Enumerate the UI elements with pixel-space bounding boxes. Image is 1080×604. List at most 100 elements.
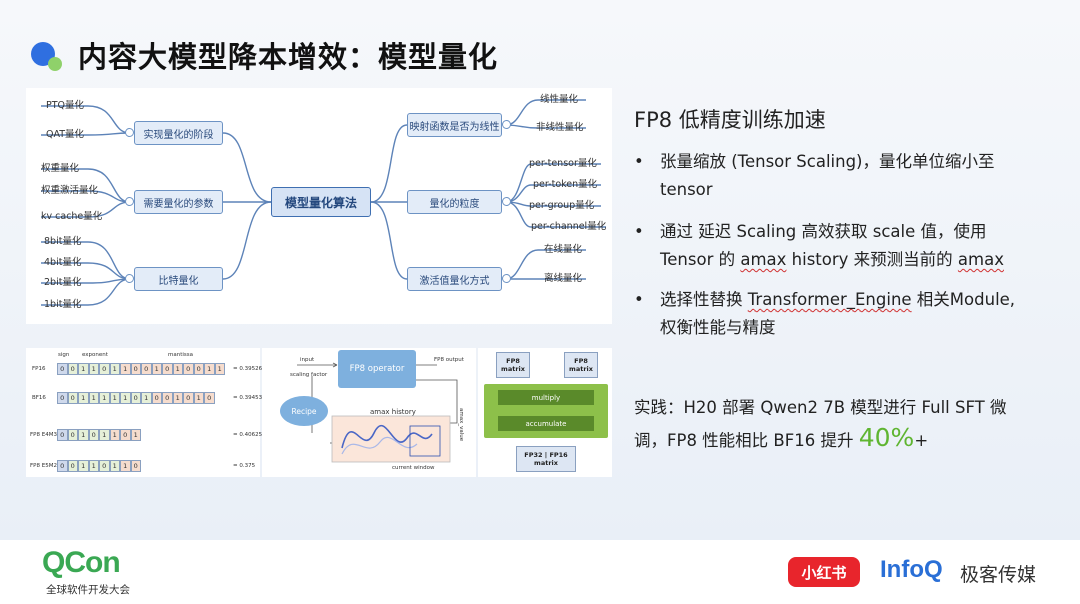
bit-cell: 1: [120, 460, 131, 472]
format-label: BF16: [32, 395, 46, 401]
bullet-text: 张量缩放 (Tensor Scaling)，量化单位缩小至: [660, 152, 995, 171]
bit-cell: 1: [78, 460, 89, 472]
bit-cell: 1: [109, 460, 120, 472]
fp8-matrix-b: FP8 matrix: [564, 352, 598, 378]
xiaohongshu-logo: 小红书: [788, 557, 860, 587]
bit-cell: 0: [67, 392, 78, 404]
bit-cell: 1: [109, 392, 120, 404]
bit-cell: 0: [130, 460, 141, 472]
node-connector-icon: [502, 120, 511, 129]
bullet-icon: •: [634, 290, 644, 309]
mindmap-leaf: 1bit量化: [44, 299, 82, 310]
bullet-text: 相关Module,: [911, 290, 1016, 309]
bit-cell: 0: [151, 392, 162, 404]
bullet-keyword: Transformer_Engine: [747, 290, 912, 309]
bit-cell: 1: [88, 392, 99, 404]
bit-cell: 0: [162, 392, 173, 404]
mindmap-leaf: kv cache量化: [41, 211, 103, 222]
node-connector-icon: [125, 197, 134, 206]
mindmap-leaf: 非线性量化: [536, 122, 584, 133]
mindmap-leaf: 线性量化: [540, 94, 579, 105]
bit-cell: 1: [109, 429, 120, 441]
bit-cell: 1: [130, 429, 141, 441]
recipe-node: Recipe: [280, 396, 328, 426]
mindmap-leaf: 8bit量化: [44, 236, 82, 247]
bit-cell: 0: [193, 363, 204, 375]
bullet-keyword: amax: [957, 250, 1004, 269]
footer-bar: QCon 全球软件开发大会 小红书 InfoQ 极客传媒: [0, 540, 1080, 604]
bit-cell: 1: [88, 460, 99, 472]
amax-history-label: amax history: [370, 408, 416, 416]
bit-cell: 0: [57, 429, 68, 441]
infoq-logo: InfoQ: [880, 556, 943, 583]
bit-cell: 0: [57, 363, 68, 375]
bullet-text: 通过 延迟 Scaling 高效获取 scale 值，使用: [660, 222, 987, 241]
geek-media-logo: 极客传媒: [960, 564, 1037, 586]
format-value: = 0.375: [233, 463, 256, 469]
mindmap-node-activation: 激活值量化方式: [407, 267, 502, 291]
mindmap-figure: 模型量化算法 实现量化的阶段 需要量化的参数 比特量化 映射函数是否为线性 量化…: [26, 88, 612, 324]
bit-cell: 0: [57, 392, 68, 404]
bit-cell: 0: [67, 460, 78, 472]
bit-cell: 0: [130, 363, 141, 375]
mindmap-leaf: per-token量化: [533, 179, 598, 190]
mindmap-leaf: per-channel量化: [531, 221, 607, 232]
output-matrix: FP32 | FP16 matrix: [516, 446, 576, 472]
bullet-selective-replace: • 选择性替换 Transformer_Engine 相关Module,权衡性能…: [634, 286, 1054, 342]
mindmap-leaf: 2bit量化: [44, 277, 82, 288]
bit-cell: 0: [99, 363, 110, 375]
bit-cell: 0: [130, 392, 141, 404]
bit-cell: 1: [141, 392, 152, 404]
title-bullet-accent-icon: [48, 57, 62, 71]
mindmap-leaf: per-group量化: [529, 200, 595, 211]
bit-cell: 0: [162, 363, 173, 375]
bit-cell: 0: [204, 392, 215, 404]
format-label: FP16: [32, 366, 46, 372]
mindmap-leaf: 在线量化: [544, 244, 583, 255]
current-window-label: current window: [392, 465, 435, 471]
bit-cell: 1: [109, 363, 120, 375]
bullet-icon: •: [634, 222, 644, 241]
mantissa-header: mantissa: [168, 352, 193, 358]
mindmap-leaf: 离线量化: [544, 273, 583, 284]
bit-cell: 1: [120, 392, 131, 404]
mindmap-node-stage: 实现量化的阶段: [134, 121, 223, 145]
mindmap-node-bits: 比特量化: [134, 267, 223, 291]
sign-header: sign: [58, 352, 70, 358]
bit-cell: 1: [172, 392, 183, 404]
input-label: input: [300, 357, 315, 363]
bit-cell: 0: [141, 363, 152, 375]
bit-cell: 1: [99, 429, 110, 441]
node-connector-icon: [502, 197, 511, 206]
bullet-text: 权衡性能与精度: [660, 318, 776, 337]
bit-cell: 0: [67, 429, 78, 441]
matrix-multiply-figure: FP8 matrix FP8 matrix multiply accumulat…: [478, 348, 612, 477]
slide-title: 内容大模型降本增效：模型量化: [78, 40, 499, 74]
bit-cell: 1: [172, 363, 183, 375]
bit-cell: 1: [120, 363, 131, 375]
bit-cell: 1: [88, 363, 99, 375]
speedup-value: 40%: [858, 423, 915, 452]
mindmap-connectors: [41, 99, 606, 306]
bit-cell: 1: [78, 392, 89, 404]
mindmap-leaf: 权重激活量化: [41, 185, 99, 196]
bit-cell: 1: [204, 363, 215, 375]
practice-note: 实践：H20 部署 Qwen2 7B 模型进行 Full SFT 微 调，FP8…: [634, 393, 1054, 456]
accumulate-block: accumulate: [498, 416, 594, 431]
bullet-icon: •: [634, 152, 644, 171]
format-value: = 0.394531: [233, 395, 266, 401]
amax-value-label: amax_value: [458, 408, 464, 442]
mindmap-root-node: 模型量化算法: [271, 187, 371, 217]
node-connector-icon: [125, 128, 134, 137]
bullet-text: history 来预测当前的: [786, 250, 958, 269]
format-value: = 0.395264: [233, 366, 266, 372]
mindmap-leaf: QAT量化: [46, 129, 85, 140]
mindmap-leaf: per-tensor量化: [529, 158, 597, 169]
mindmap-node-params: 需要量化的参数: [134, 190, 223, 214]
practice-text: +: [914, 431, 929, 450]
